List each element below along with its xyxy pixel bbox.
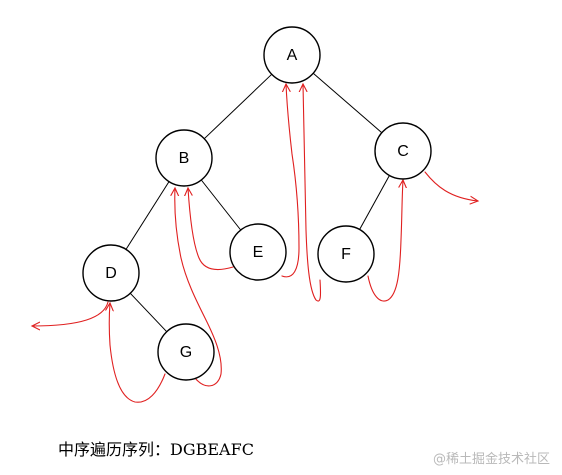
watermark-text: @稀土掘金技术社区: [432, 452, 550, 467]
trace-exit-left-of-d: [32, 301, 109, 326]
node-circle: [157, 323, 215, 381]
node-label: B: [179, 150, 190, 167]
node-circle: [229, 223, 287, 281]
trace-exit-right-of-c: [424, 171, 478, 201]
tree-node-f: F: [317, 225, 375, 283]
trace-f-up-to-a: [303, 84, 322, 302]
node-label: D: [105, 265, 117, 282]
tree-node-c: C: [374, 122, 432, 180]
trace-e-up-to-b: [188, 188, 234, 271]
tree-edges: [125, 72, 390, 333]
edge-b-d: [125, 181, 170, 250]
tree-node-b: B: [155, 129, 213, 187]
edge-a-b: [203, 73, 273, 140]
node-circle: [155, 129, 213, 187]
node-circle: [317, 225, 375, 283]
node-label: E: [253, 244, 264, 261]
node-circle: [374, 122, 432, 180]
edge-d-g: [129, 292, 168, 333]
node-label: A: [287, 47, 298, 64]
edge-b-e: [200, 179, 242, 231]
trace-g-up-to-d: [109, 303, 166, 403]
node-label: C: [397, 143, 409, 160]
node-label: F: [341, 246, 351, 263]
node-circle: [263, 26, 321, 84]
edge-c-f: [359, 175, 390, 230]
tree-node-a: A: [263, 26, 321, 84]
tree-node-e: E: [229, 223, 287, 281]
trace-e-up-to-a: [281, 84, 300, 278]
tree-node-d: D: [82, 244, 140, 302]
traversal-trace-paths: [32, 84, 478, 403]
traversal-sequence-caption: 中序遍历序列：DGBEAFC: [58, 440, 254, 459]
tree-node-g: G: [157, 323, 215, 381]
node-label: G: [180, 344, 192, 361]
trace-f-up-to-c: [367, 180, 403, 302]
trace-g-up-to-b: [175, 188, 222, 387]
tree-nodes: A B C D E F G: [82, 26, 432, 381]
node-circle: [82, 244, 140, 302]
edge-a-c: [312, 72, 383, 134]
